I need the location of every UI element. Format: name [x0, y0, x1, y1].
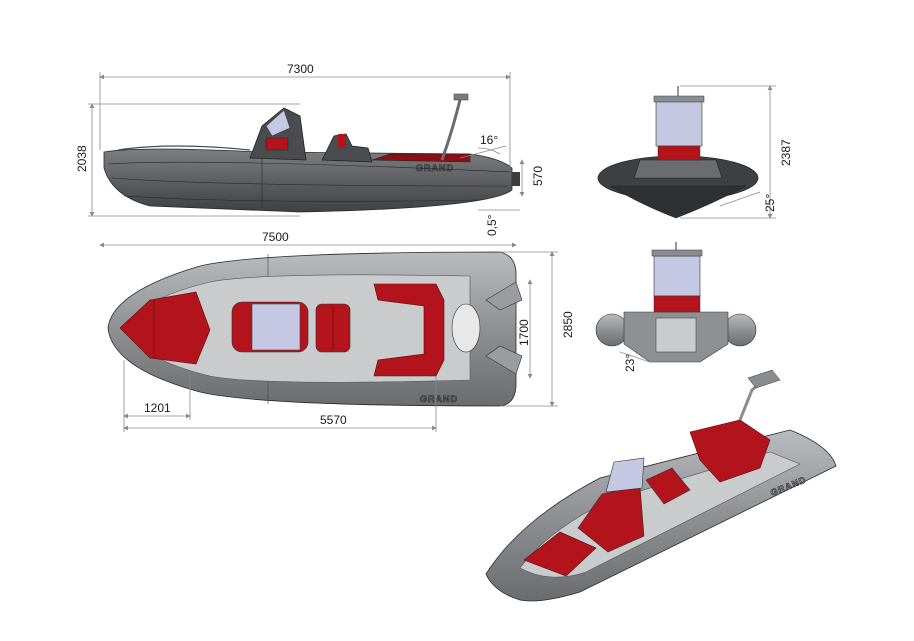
dim-front-height: 2387 [779, 139, 793, 166]
top-brand-logo: GRAND [420, 394, 458, 404]
rear-view: 23° [595, 242, 757, 372]
front-view [597, 86, 759, 219]
top-view: GRAND [107, 251, 523, 407]
dim-deadrise-front: 25° [763, 194, 777, 212]
side-view: GRAND [103, 93, 520, 213]
dim-inner-beam: 1700 [517, 319, 531, 346]
dim-deadrise-rear: 23° [623, 354, 637, 372]
dim-inner-length: 5570 [320, 413, 347, 427]
dim-beam: 2850 [561, 311, 575, 338]
dim-height-overall: 2038 [75, 145, 89, 172]
dim-beam-overall: 7500 [262, 230, 289, 244]
dim-length-overall: 7300 [287, 62, 314, 76]
perspective-view: GRAND [485, 369, 837, 602]
front-dimensions: 2387 25° [680, 85, 793, 219]
side-dimensions: 7300 2038 16° 570 0,5° [75, 62, 545, 236]
dim-trim-angle: 0,5° [485, 214, 499, 236]
side-brand-logo: GRAND [416, 163, 454, 173]
dim-tube-angle: 16° [480, 133, 498, 147]
dim-transom-height: 570 [531, 166, 545, 186]
dim-bow-section: 1201 [144, 401, 171, 415]
top-dimensions: 7500 2850 1700 1201 5570 [99, 230, 575, 432]
